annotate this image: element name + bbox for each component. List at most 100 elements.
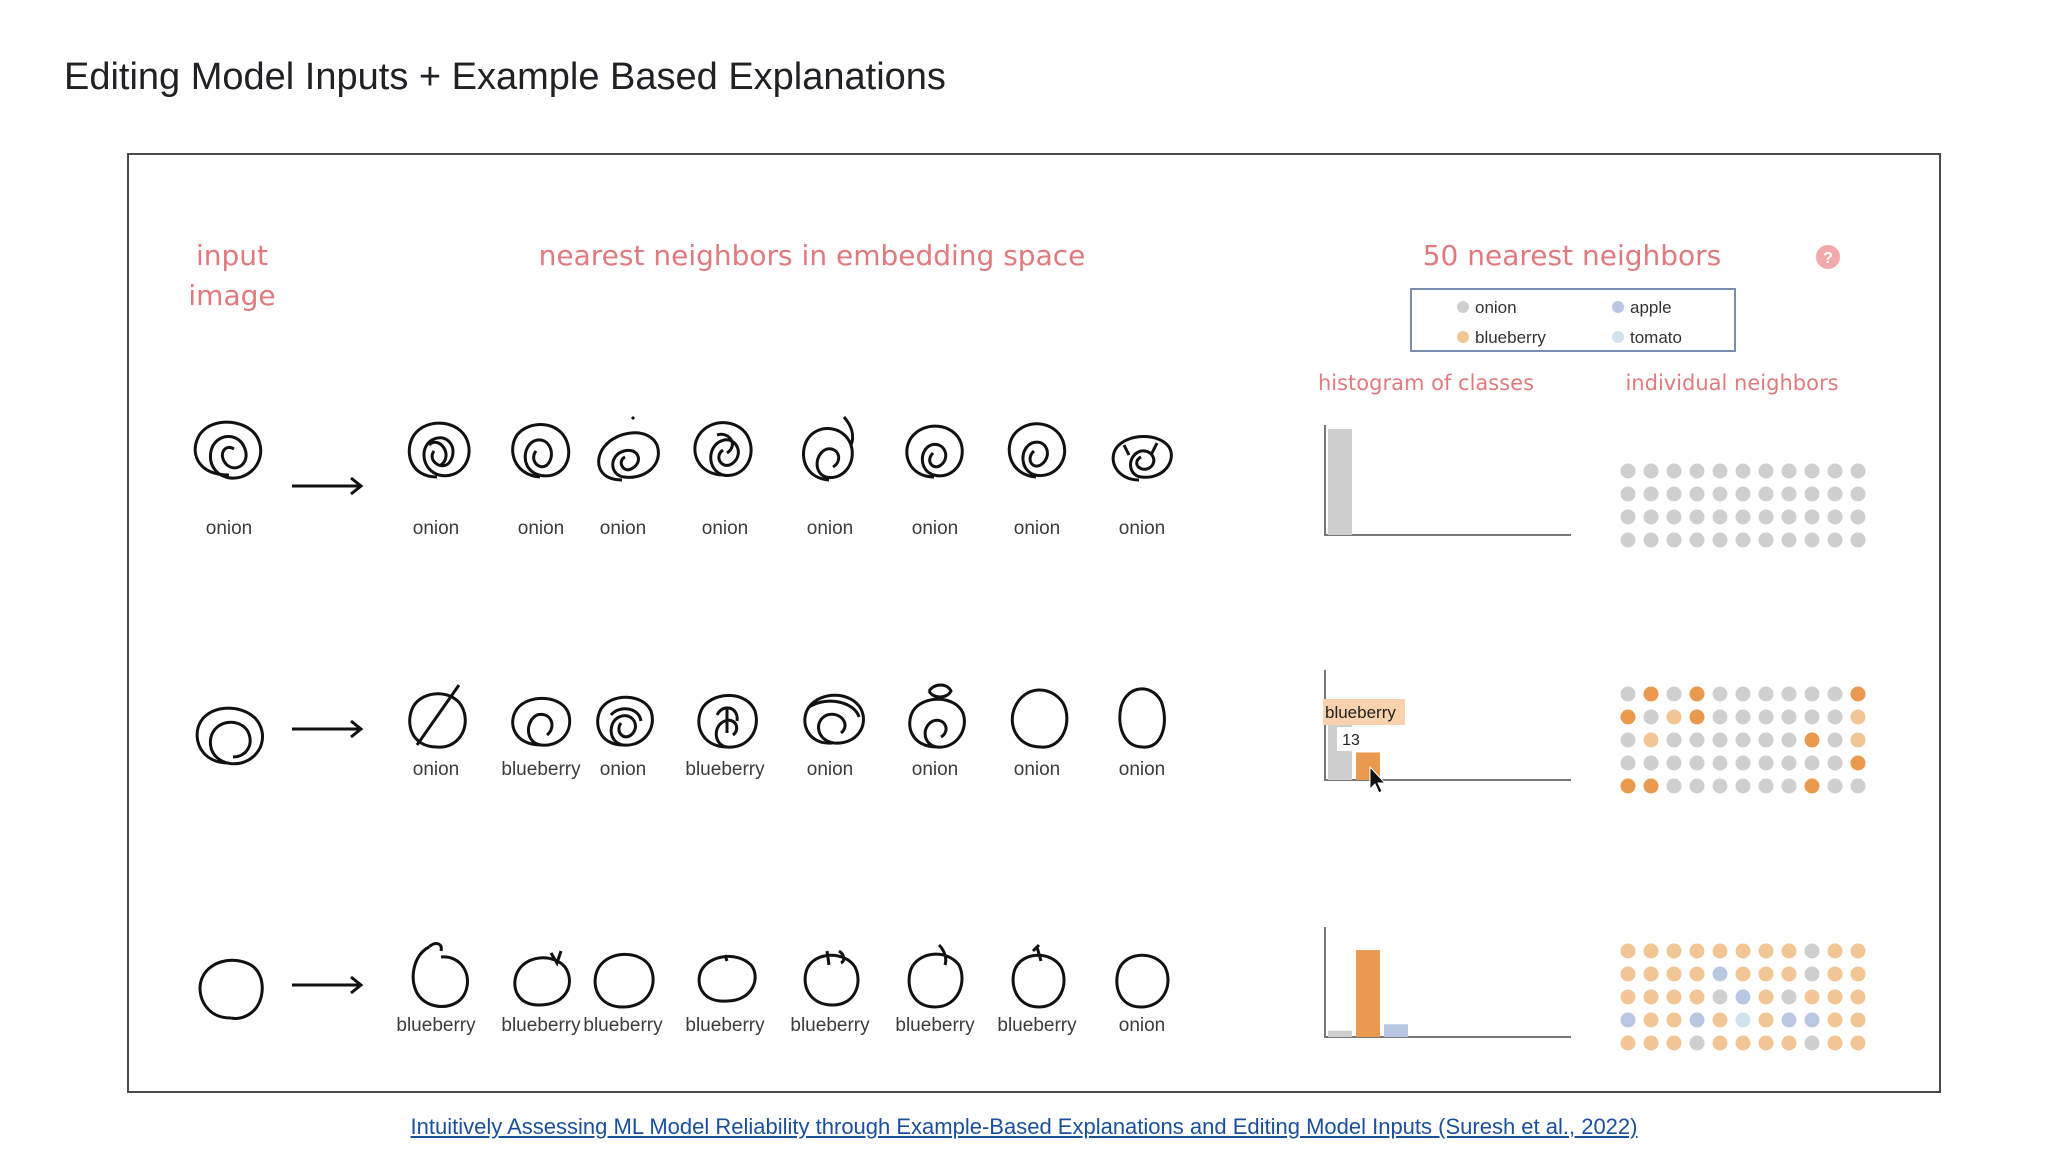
neighbor-dot[interactable] — [1712, 686, 1728, 702]
neighbor-dot[interactable] — [1758, 486, 1774, 502]
neighbor-dot[interactable] — [1735, 463, 1751, 479]
neighbor-dot[interactable] — [1827, 778, 1843, 794]
neighbor-dot[interactable] — [1712, 966, 1728, 982]
neighbor-dot[interactable] — [1666, 755, 1682, 771]
neighbor-dot[interactable] — [1850, 686, 1866, 702]
neighbor-dot[interactable] — [1850, 486, 1866, 502]
neighbor-dot[interactable] — [1666, 943, 1682, 959]
neighbor-dot[interactable] — [1827, 943, 1843, 959]
neighbor-dot[interactable] — [1804, 966, 1820, 982]
neighbor-dot[interactable] — [1643, 989, 1659, 1005]
neighbor-dot[interactable] — [1712, 1035, 1728, 1051]
neighbor-dot[interactable] — [1804, 709, 1820, 725]
neighbor-dot[interactable] — [1666, 1012, 1682, 1028]
neighbor-dot[interactable] — [1827, 709, 1843, 725]
neighbor-dot[interactable] — [1620, 732, 1636, 748]
neighbor-dot[interactable] — [1781, 966, 1797, 982]
neighbor-dot[interactable] — [1643, 686, 1659, 702]
neighbor-dot[interactable] — [1620, 686, 1636, 702]
neighbor-dot[interactable] — [1735, 732, 1751, 748]
neighbor-dot[interactable] — [1758, 463, 1774, 479]
neighbor-dot[interactable] — [1850, 755, 1866, 771]
neighbor-dot[interactable] — [1712, 709, 1728, 725]
neighbor-dot[interactable] — [1758, 1035, 1774, 1051]
neighbor-dot[interactable] — [1689, 463, 1705, 479]
neighbor-dot[interactable] — [1666, 989, 1682, 1005]
neighbor-dot[interactable] — [1781, 686, 1797, 702]
neighbor-dot[interactable] — [1689, 732, 1705, 748]
neighbor-dot[interactable] — [1735, 1035, 1751, 1051]
neighbor-dot[interactable] — [1712, 989, 1728, 1005]
neighbor-dot[interactable] — [1735, 709, 1751, 725]
neighbor-dot[interactable] — [1666, 686, 1682, 702]
neighbor-dot[interactable] — [1804, 755, 1820, 771]
neighbor-dot[interactable] — [1620, 532, 1636, 548]
neighbor-dot[interactable] — [1620, 755, 1636, 771]
neighbor-dot[interactable] — [1781, 1035, 1797, 1051]
neighbor-dot[interactable] — [1643, 463, 1659, 479]
neighbor-dot[interactable] — [1689, 1012, 1705, 1028]
neighbor-dot[interactable] — [1850, 732, 1866, 748]
neighbor-dot[interactable] — [1666, 709, 1682, 725]
neighbor-dot[interactable] — [1804, 1012, 1820, 1028]
neighbor-dot[interactable] — [1643, 778, 1659, 794]
neighbor-dot[interactable] — [1712, 755, 1728, 771]
neighbor-dot[interactable] — [1712, 486, 1728, 502]
histogram-bar-blueberry[interactable] — [1356, 950, 1380, 1037]
neighbor-dot[interactable] — [1827, 966, 1843, 982]
neighbor-dot[interactable] — [1827, 1012, 1843, 1028]
neighbor-dot[interactable] — [1827, 463, 1843, 479]
neighbor-dot[interactable] — [1804, 778, 1820, 794]
neighbor-dot[interactable] — [1620, 778, 1636, 794]
neighbor-dot[interactable] — [1666, 463, 1682, 479]
neighbor-dot[interactable] — [1735, 943, 1751, 959]
neighbor-dot[interactable] — [1643, 1012, 1659, 1028]
neighbor-dot[interactable] — [1850, 943, 1866, 959]
neighbor-dot[interactable] — [1689, 709, 1705, 725]
neighbor-dot[interactable] — [1643, 709, 1659, 725]
neighbor-dot[interactable] — [1735, 778, 1751, 794]
neighbor-dot[interactable] — [1804, 463, 1820, 479]
neighbor-dot[interactable] — [1850, 709, 1866, 725]
neighbor-dot[interactable] — [1804, 1035, 1820, 1051]
neighbor-dot[interactable] — [1689, 509, 1705, 525]
neighbor-dot[interactable] — [1804, 732, 1820, 748]
histogram-bar-onion[interactable] — [1328, 1030, 1352, 1037]
neighbor-dot[interactable] — [1758, 989, 1774, 1005]
neighbor-dot[interactable] — [1758, 509, 1774, 525]
neighbor-dot[interactable] — [1643, 755, 1659, 771]
neighbor-dot[interactable] — [1620, 966, 1636, 982]
neighbor-dot[interactable] — [1620, 989, 1636, 1005]
neighbor-dot[interactable] — [1781, 486, 1797, 502]
neighbor-dot[interactable] — [1804, 943, 1820, 959]
neighbor-dot[interactable] — [1712, 778, 1728, 794]
neighbor-dot[interactable] — [1781, 778, 1797, 794]
neighbor-dot[interactable] — [1643, 732, 1659, 748]
neighbor-dot[interactable] — [1620, 1012, 1636, 1028]
neighbor-dot[interactable] — [1689, 755, 1705, 771]
neighbor-dot[interactable] — [1758, 943, 1774, 959]
neighbor-dot[interactable] — [1712, 1012, 1728, 1028]
neighbor-dot[interactable] — [1804, 509, 1820, 525]
neighbor-dot[interactable] — [1620, 509, 1636, 525]
histogram-bar-onion[interactable] — [1328, 429, 1352, 535]
neighbor-dot[interactable] — [1689, 532, 1705, 548]
neighbor-dot[interactable] — [1712, 463, 1728, 479]
neighbor-dot[interactable] — [1781, 755, 1797, 771]
neighbor-dot[interactable] — [1689, 778, 1705, 794]
neighbor-dot[interactable] — [1620, 709, 1636, 725]
neighbor-dot[interactable] — [1804, 989, 1820, 1005]
neighbor-dot[interactable] — [1781, 709, 1797, 725]
neighbor-dot[interactable] — [1781, 1012, 1797, 1028]
neighbor-dot[interactable] — [1758, 755, 1774, 771]
neighbor-dot[interactable] — [1758, 1012, 1774, 1028]
neighbor-dot[interactable] — [1827, 532, 1843, 548]
neighbor-dot[interactable] — [1827, 732, 1843, 748]
neighbor-dot[interactable] — [1781, 532, 1797, 548]
neighbor-dot[interactable] — [1666, 778, 1682, 794]
neighbor-dot[interactable] — [1735, 509, 1751, 525]
neighbor-dot[interactable] — [1735, 966, 1751, 982]
neighbor-dot[interactable] — [1781, 943, 1797, 959]
neighbor-dot[interactable] — [1666, 966, 1682, 982]
neighbor-dot[interactable] — [1643, 532, 1659, 548]
